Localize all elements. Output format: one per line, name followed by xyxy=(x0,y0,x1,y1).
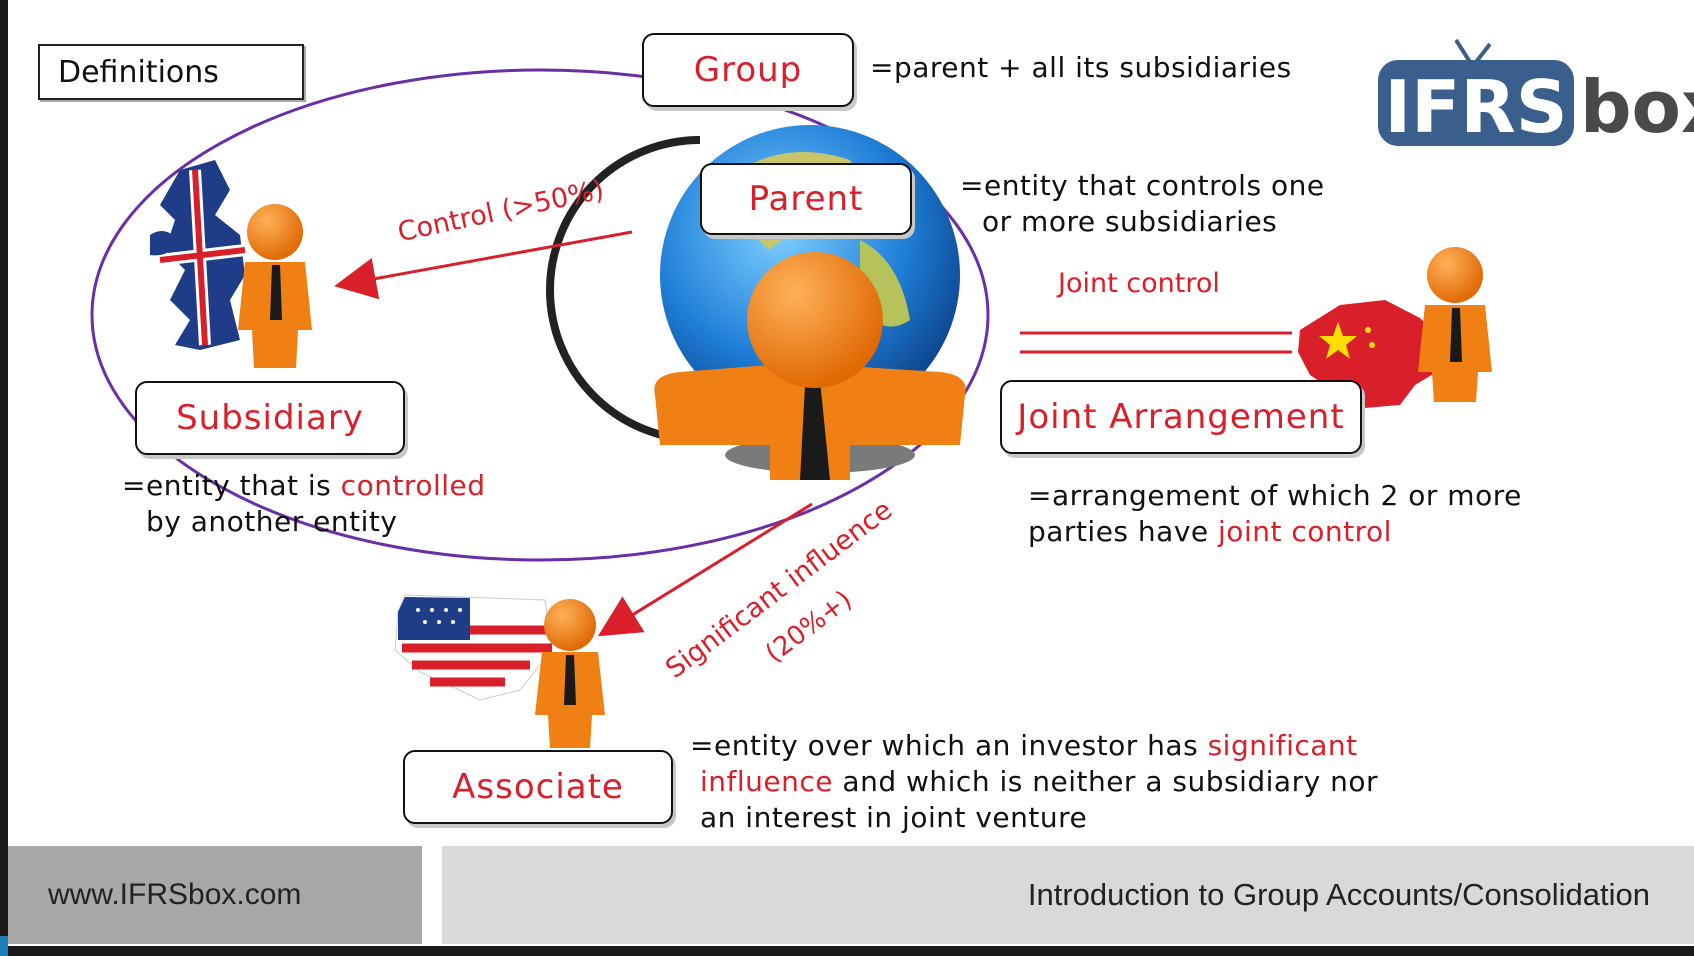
joint-arrangement-definition-line2: parties have joint control xyxy=(1028,515,1392,548)
subsidiary-definition-line2: by another entity xyxy=(146,505,398,538)
subsidiary-definition-line1: =entity that is controlled xyxy=(122,469,486,502)
associate-definition-highlight1: significant xyxy=(1207,729,1358,762)
associate-definition-line3: an interest in joint venture xyxy=(700,801,1088,834)
bottom-frame-edge xyxy=(0,946,1694,956)
group-definition: =parent + all its subsidiaries xyxy=(870,51,1292,84)
footer-website-text[interactable]: www.IFRSbox.com xyxy=(48,878,302,911)
subsidiary-box: Subsidiary xyxy=(135,381,405,455)
control-arrow xyxy=(334,230,633,300)
footer-title-text: Introduction to Group Accounts/Consolida… xyxy=(1027,877,1650,912)
associate-box: Associate xyxy=(403,750,673,824)
group-boundary-ellipse xyxy=(90,68,990,562)
footer-website[interactable]: www.IFRSbox.com xyxy=(8,846,422,944)
left-frame-edge xyxy=(0,0,8,956)
associate-person-icon xyxy=(535,599,605,748)
parent-definition-line1: =entity that controls one xyxy=(960,169,1325,202)
parent-box: Parent xyxy=(700,163,912,235)
joint-partner-person-icon xyxy=(1418,247,1492,402)
corner-mark xyxy=(0,936,8,956)
significant-influence-arrow xyxy=(597,502,813,637)
logo-part1: IFRS xyxy=(1384,65,1567,149)
usa-map-icon xyxy=(394,594,553,701)
associate-definition-highlight2: influence xyxy=(700,765,834,798)
logo-part2: box xyxy=(1580,65,1694,149)
uk-map-icon xyxy=(150,160,246,350)
joint-control-label: Joint control xyxy=(1058,268,1220,299)
footer-title: Introduction to Group Accounts/Consolida… xyxy=(442,846,1694,944)
subsidiary-definition-highlight: controlled xyxy=(340,469,486,502)
parent-person-icon xyxy=(654,252,966,480)
ifrsbox-logo: IFRS box xyxy=(1378,38,1694,149)
group-box: Group xyxy=(642,33,854,107)
associate-definition-line1: =entity over which an investor has signi… xyxy=(690,729,1358,762)
associate-definition-line2: influence and which is neither a subsidi… xyxy=(700,765,1378,798)
joint-arrangement-definition-line1: =arrangement of which 2 or more xyxy=(1028,479,1522,512)
definitions-label: Definitions xyxy=(38,44,304,100)
subsidiary-person-icon xyxy=(238,204,312,368)
joint-arrangement-definition-highlight: joint control xyxy=(1218,515,1392,548)
parent-definition-line2: or more subsidiaries xyxy=(982,205,1278,238)
joint-arrangement-box: Joint Arrangement xyxy=(1000,380,1362,454)
